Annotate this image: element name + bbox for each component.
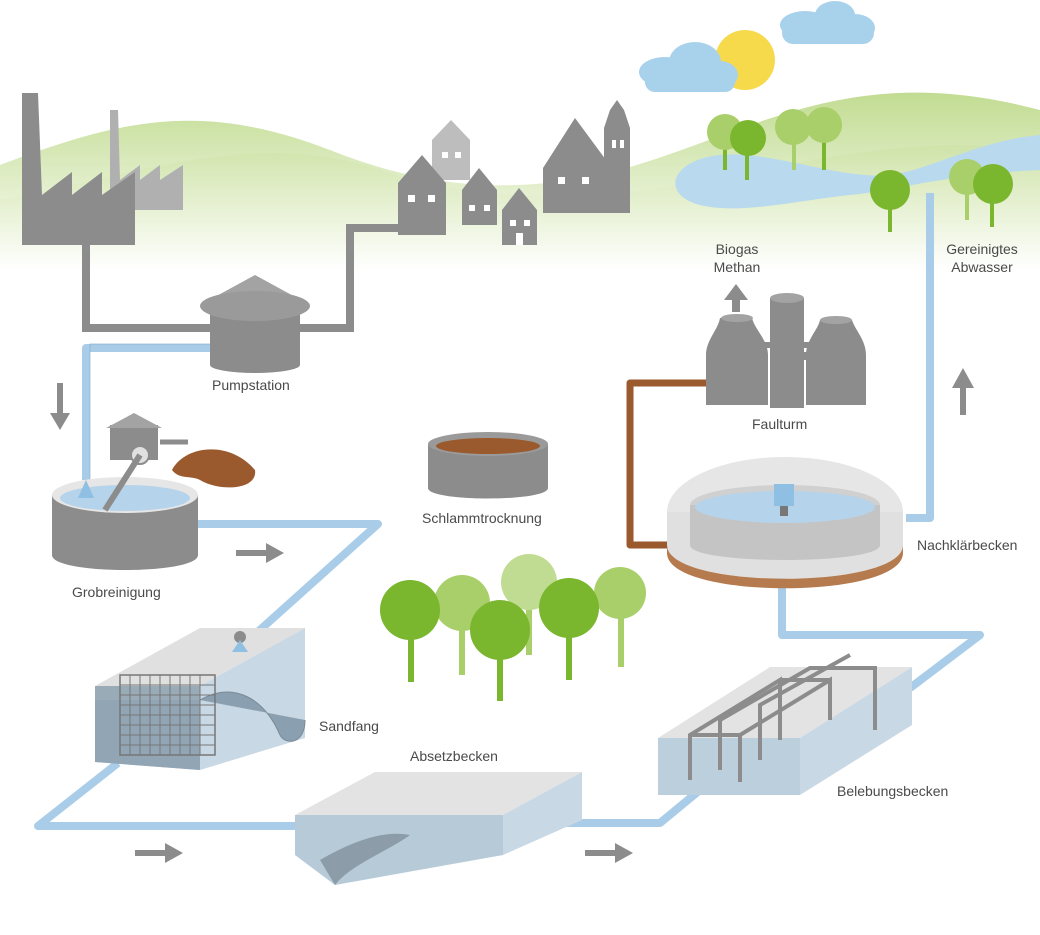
label-grobreinigung: Grobreinigung	[72, 584, 161, 600]
house-icon	[502, 188, 537, 245]
cloud-icon	[639, 42, 738, 92]
flow-arrow-icon	[236, 543, 284, 563]
factory-icon	[22, 93, 183, 245]
pumpstation	[200, 275, 310, 373]
flow-arrow-icon	[952, 368, 974, 415]
label-faulturm: Faulturm	[752, 416, 808, 432]
house-icon	[432, 120, 470, 180]
label-belebungsbecken: Belebungsbecken	[837, 783, 949, 799]
label-biogas-line1: Biogas	[715, 241, 759, 257]
label-schlammtrocknung: Schlammtrocknung	[422, 510, 542, 526]
flow-arrow-icon	[585, 843, 633, 863]
tree-icon	[707, 107, 1013, 232]
label-absetzbecken: Absetzbecken	[410, 748, 498, 764]
house-icon	[462, 168, 497, 225]
label-nachklaerbecken: Nachklärbecken	[917, 537, 1018, 553]
sludge-pipe	[626, 379, 706, 549]
label-biogas: Biogas Methan	[714, 240, 761, 276]
flow-arrow-icon	[135, 843, 183, 863]
schlammtrocknung-tank	[428, 432, 548, 499]
label-pumpstation: Pumpstation	[212, 377, 290, 393]
absetzbecken-tank	[295, 772, 582, 885]
water-pipes	[34, 193, 984, 830]
river	[675, 135, 1040, 209]
nachklaerbecken-tank	[667, 457, 903, 589]
sandfang-tank	[95, 628, 306, 770]
flow-arrow-icon	[50, 383, 70, 430]
water-pipes-outline	[89, 343, 210, 480]
flow-arrow-icon	[724, 284, 748, 312]
label-gereinigtes-abwasser: Gereinigtes Abwasser	[946, 240, 1018, 276]
house-icon	[398, 155, 446, 235]
gray-pipes	[82, 224, 400, 332]
label-sandfang: Sandfang	[319, 718, 379, 734]
label-abwasser-line1: Gereinigtes	[946, 241, 1018, 257]
cloud-icon	[780, 1, 875, 44]
label-abwasser-line2: Abwasser	[951, 259, 1013, 275]
belebungsbecken-tank	[658, 653, 912, 795]
grobreinigung-tank	[52, 413, 256, 570]
faulturm	[706, 293, 866, 408]
label-biogas-line2: Methan	[713, 259, 761, 275]
church-icon	[543, 100, 630, 213]
tree-group	[380, 554, 646, 701]
